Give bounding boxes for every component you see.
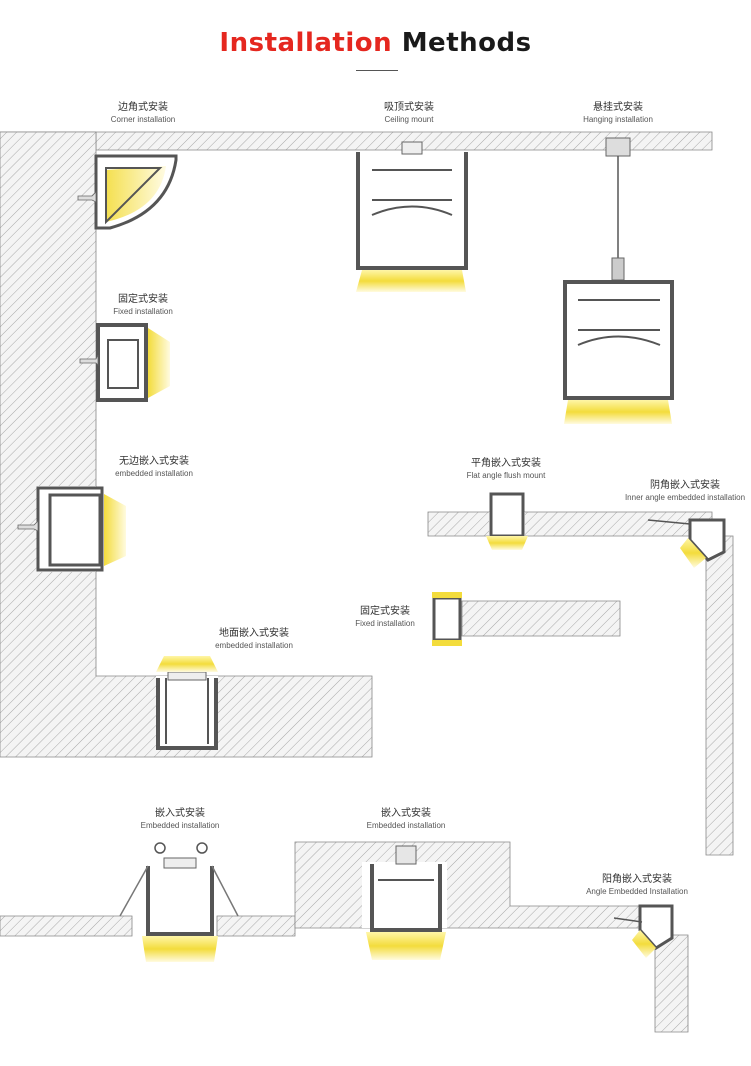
label-angle-embedded-cn: 阳角嵌入式安装 [602, 874, 672, 885]
label-embedded2: 嵌入式安装 Embedded installation [356, 808, 456, 832]
fixed2-profile [432, 592, 462, 646]
label-angle-embedded: 阳角嵌入式安装 Angle Embedded Installation [582, 874, 692, 898]
label-ceiling-cn: 吸顶式安装 [384, 102, 434, 113]
label-inner-angle-cn: 阴角嵌入式安装 [650, 480, 720, 491]
label-fixed-cn: 固定式安装 [118, 294, 168, 305]
page-title: Installation Methods [0, 28, 751, 58]
label-inner-angle: 阴角嵌入式安装 Inner angle embedded installatio… [622, 480, 748, 504]
edgeless-profile [17, 486, 126, 572]
label-edgeless-en: embedded installation [115, 469, 193, 478]
label-fixed2: 固定式安装 Fixed installation [340, 606, 430, 630]
label-flat-angle-en: Flat angle flush mount [466, 471, 546, 480]
label-embedded1-en: Embedded installation [140, 821, 220, 830]
title-underline [356, 70, 398, 71]
label-hanging: 悬挂式安装 Hanging installation [568, 102, 668, 126]
label-hanging-en: Hanging installation [583, 115, 653, 124]
walls [0, 131, 734, 1033]
label-embedded2-en: Embedded installation [366, 821, 446, 830]
corner-profile [77, 154, 178, 230]
inner-angle-profile [647, 518, 726, 568]
label-inner-angle-en: Inner angle embedded installation [624, 493, 746, 502]
label-fixed: 固定式安装 Fixed installation [98, 294, 188, 318]
label-edgeless: 无边嵌入式安装 embedded installation [104, 456, 204, 480]
label-edgeless-cn: 无边嵌入式安装 [119, 456, 189, 467]
title-accent: Installation [219, 28, 393, 58]
embedded2-profile [366, 845, 446, 960]
label-flat-angle: 平角嵌入式安装 Flat angle flush mount [456, 458, 556, 482]
label-fixed2-cn: 固定式安装 [360, 606, 410, 617]
embedded1-profile [119, 842, 239, 962]
fixed-profile [79, 323, 170, 402]
angle-embedded-profile [613, 904, 674, 958]
label-embedded1-cn: 嵌入式安装 [155, 808, 205, 819]
label-corner-cn: 边角式安装 [118, 102, 168, 113]
label-fixed2-en: Fixed installation [355, 619, 415, 628]
label-corner: 边角式安装 Corner installation [98, 102, 188, 126]
label-floor: 地面嵌入式安装 embedded installation [204, 628, 304, 652]
label-embedded1: 嵌入式安装 Embedded installation [130, 808, 230, 832]
flat-angle-profile [486, 492, 528, 550]
label-ceiling: 吸顶式安装 Ceiling mount [364, 102, 454, 126]
title-main: Methods [401, 28, 532, 58]
label-embedded2-cn: 嵌入式安装 [381, 808, 431, 819]
floor-profile [156, 656, 218, 750]
label-flat-angle-cn: 平角嵌入式安装 [471, 458, 541, 469]
label-corner-en: Corner installation [110, 115, 176, 124]
label-floor-en: embedded installation [215, 641, 293, 650]
label-angle-embedded-en: Angle Embedded Installation [586, 887, 688, 896]
label-hanging-cn: 悬挂式安装 [593, 102, 643, 113]
label-floor-cn: 地面嵌入式安装 [219, 628, 289, 639]
ceiling-profile [356, 141, 468, 292]
label-ceiling-en: Ceiling mount [384, 115, 434, 124]
hanging-profile [563, 137, 674, 424]
label-fixed-en: Fixed installation [113, 307, 173, 316]
